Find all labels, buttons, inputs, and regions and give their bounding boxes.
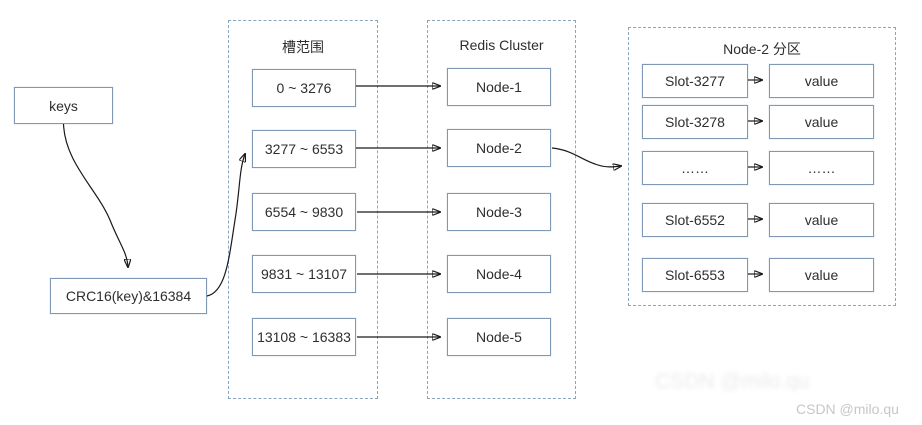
node2-partition-panel: Node-2 分区 Slot-3277 value Slot-3278 valu…: [628, 27, 896, 306]
partition-slot-box-4: Slot-6552: [642, 203, 748, 237]
partition-slot-box-2: Slot-3278: [642, 105, 748, 139]
node2-partition-panel-title: Node-2 分区: [723, 41, 801, 57]
node-box-3: Node-3: [447, 193, 551, 231]
partition-slot-box-5: Slot-6553: [642, 258, 748, 292]
partition-slot-box-ellipsis: ……: [642, 151, 748, 185]
keys-box: keys: [14, 87, 113, 124]
node-box-2: Node-2: [447, 129, 551, 167]
partition-value-box-5: value: [769, 258, 874, 292]
node-box-4: Node-4: [447, 255, 551, 293]
csdn-watermark: CSDN @milo.qu: [796, 401, 899, 417]
partition-value-box-2: value: [769, 105, 874, 139]
slot-range-box-5: 13108 ~ 16383: [252, 318, 356, 356]
slot-range-box-3: 6554 ~ 9830: [252, 193, 356, 231]
redis-cluster-panel-title: Redis Cluster: [459, 37, 544, 53]
arrow-keys-to-crc16: [62, 123, 129, 267]
node-box-5: Node-5: [447, 318, 551, 356]
slot-range-panel: 槽范围 0 ~ 3276 3277 ~ 6553 6554 ~ 9830 983…: [228, 20, 378, 399]
slot-range-box-1: 0 ~ 3276: [252, 69, 356, 107]
node-box-1: Node-1: [447, 68, 551, 106]
slot-range-box-4: 9831 ~ 13107: [252, 255, 356, 293]
slot-range-box-2: 3277 ~ 6553: [252, 130, 356, 168]
crc16-box: CRC16(key)&16384: [50, 278, 207, 314]
slot-range-panel-title: 槽范围: [282, 39, 324, 55]
partition-value-box-1: value: [769, 64, 874, 98]
redis-cluster-panel: Redis Cluster Node-1 Node-2 Node-3 Node-…: [427, 20, 576, 399]
partition-value-box-ellipsis: ……: [769, 151, 874, 185]
ghost-watermark: CSDN @milo.qu: [655, 370, 810, 393]
partition-slot-box-1: Slot-3277: [642, 64, 748, 98]
partition-value-box-4: value: [769, 203, 874, 237]
